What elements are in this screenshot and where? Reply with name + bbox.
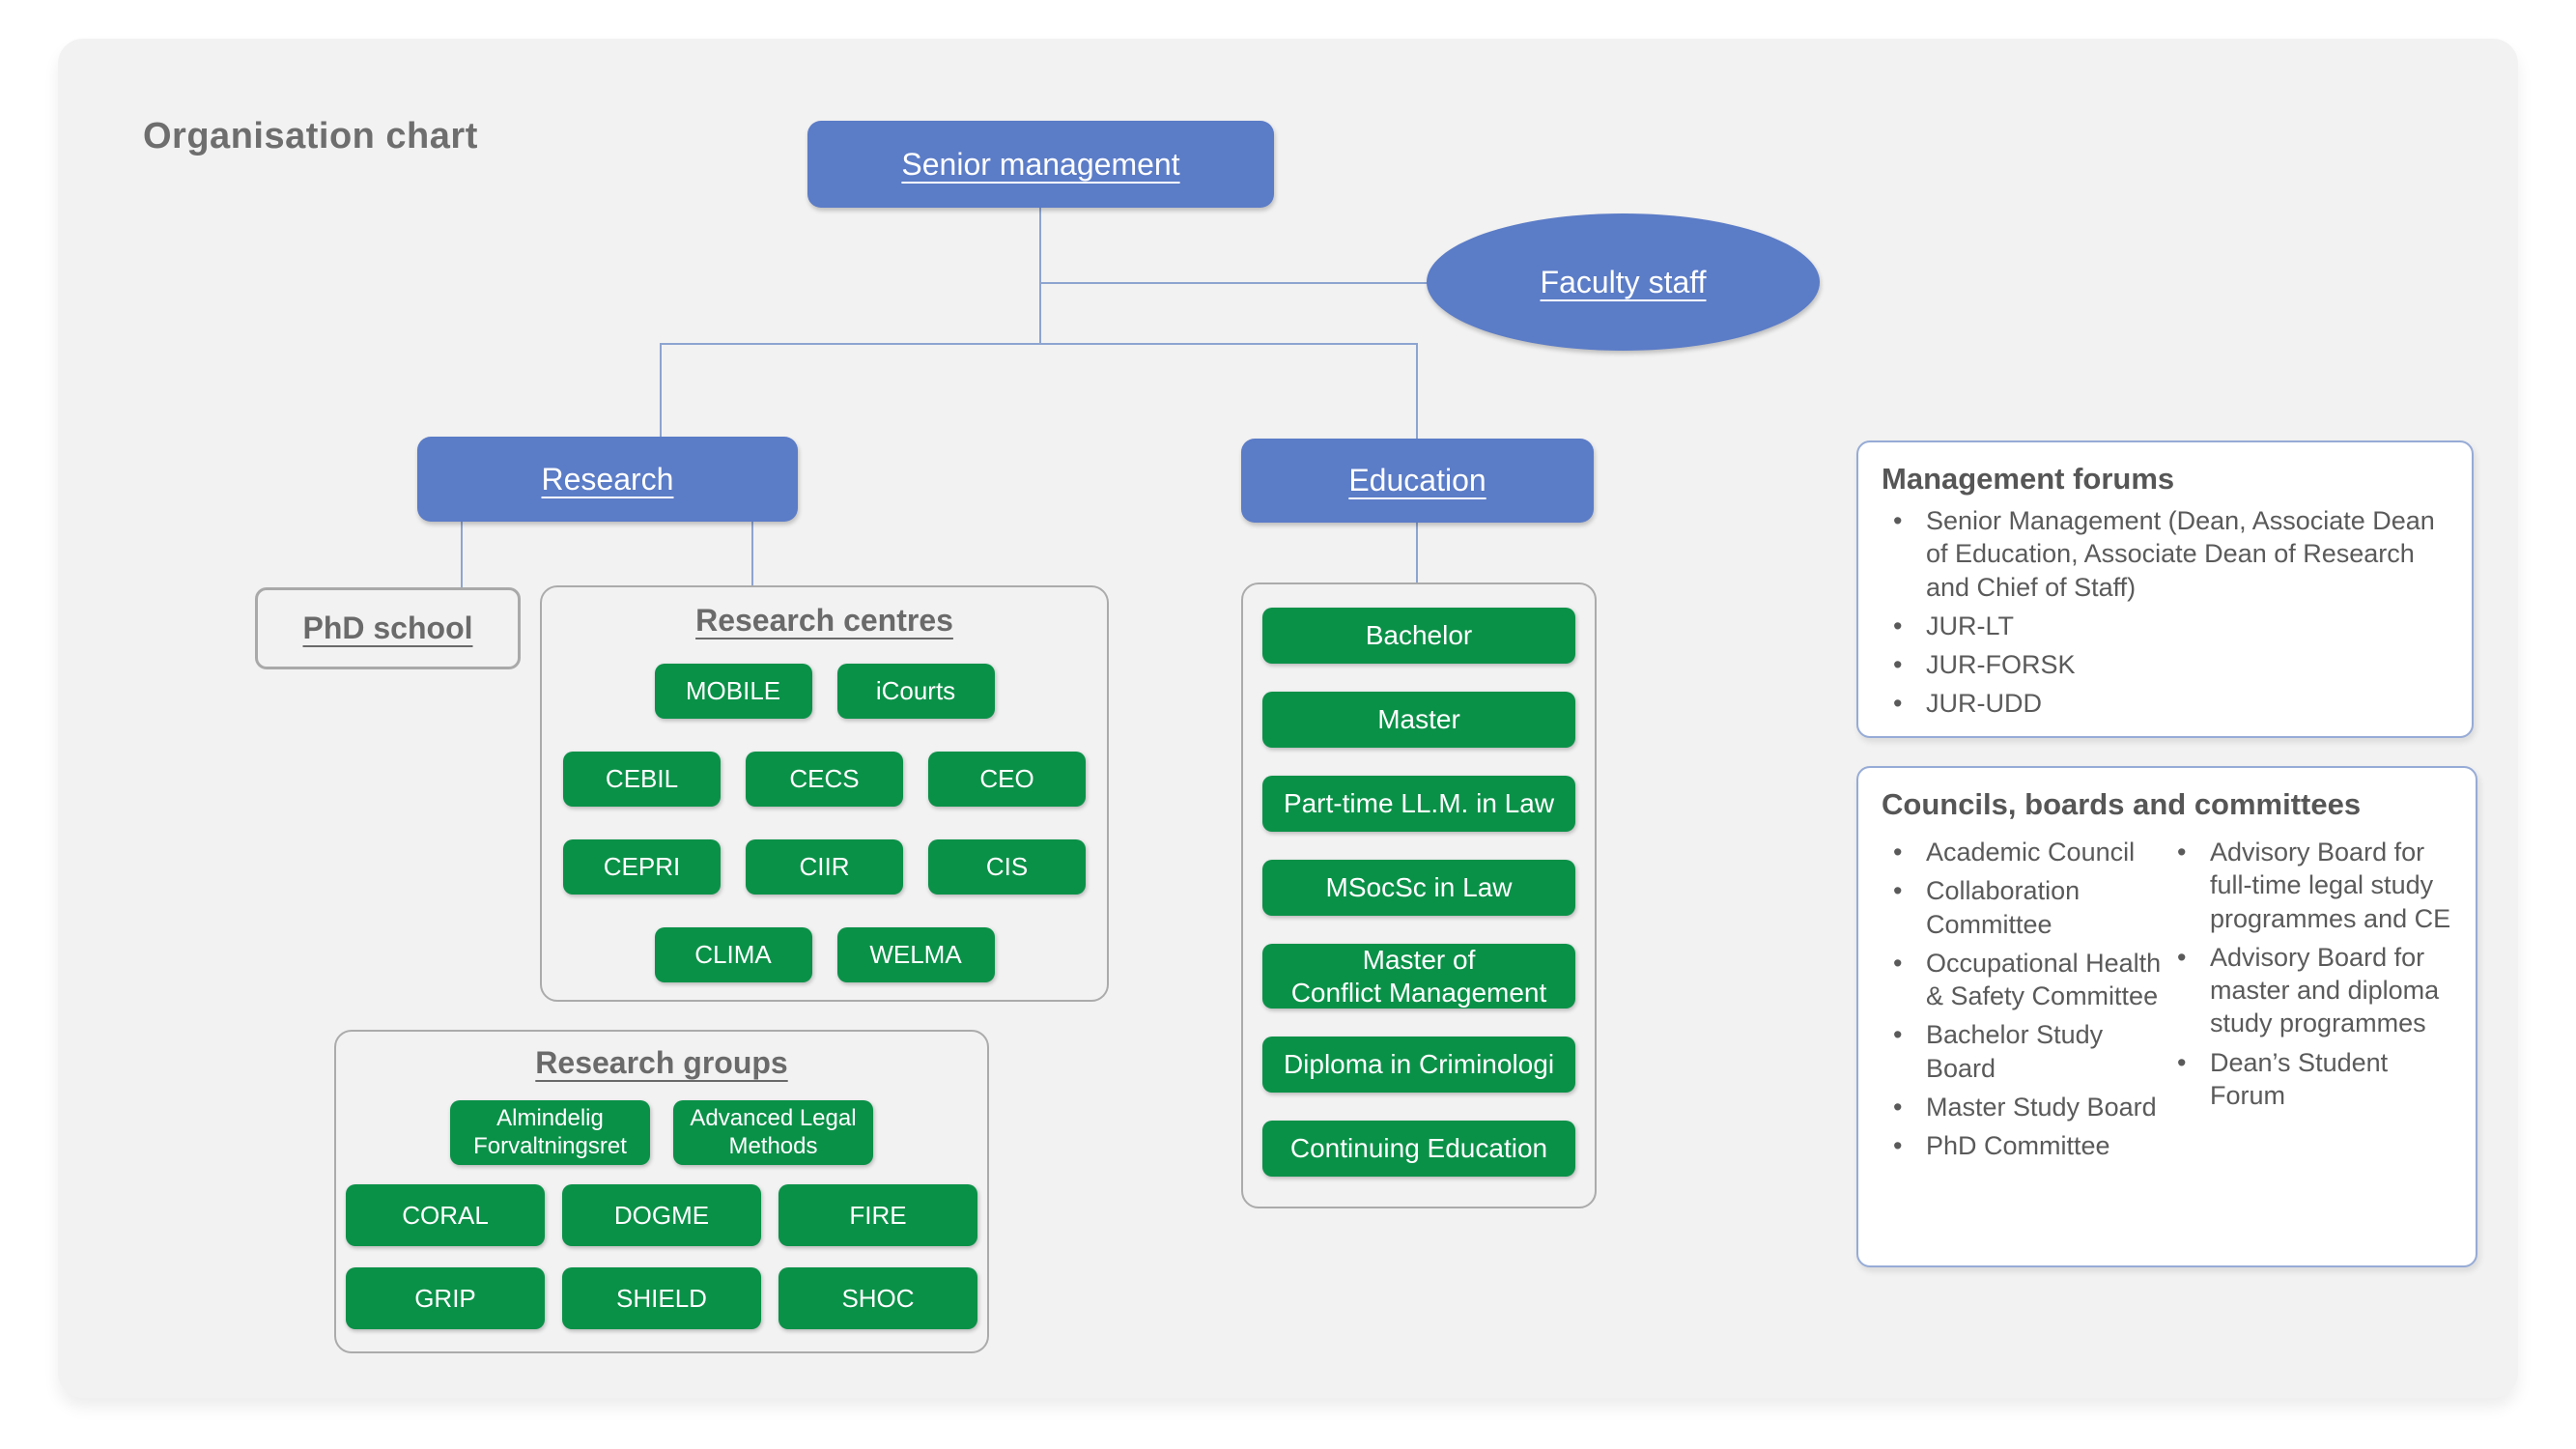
- research-centres-header: Research centres: [542, 603, 1107, 639]
- councils-columns: Academic Council Collaboration Committee…: [1882, 830, 2452, 1163]
- connector-line: [660, 343, 662, 437]
- group-box: SHIELD: [562, 1267, 761, 1329]
- list-item: JUR-FORSK: [1882, 648, 2449, 682]
- groups-row-2: CORAL DOGME FIRE: [336, 1184, 987, 1246]
- education-programmes-panel: Bachelor Master Part-time LL.M. in Law M…: [1241, 582, 1597, 1208]
- councils-right-column: Advisory Board for full-time legal study…: [2171, 830, 2452, 1112]
- groups-row-3: GRIP SHIELD SHOC: [336, 1267, 987, 1329]
- research-label: Research: [541, 461, 674, 497]
- centre-box: CIIR: [746, 839, 903, 895]
- connector-line: [751, 522, 753, 585]
- councils-left-list: Academic Council Collaboration Committee…: [1882, 836, 2171, 1163]
- list-item: Master Study Board: [1882, 1091, 2171, 1124]
- connector-line: [660, 343, 1418, 345]
- centre-box: CECS: [746, 752, 903, 807]
- node-senior-management[interactable]: Senior management: [807, 121, 1274, 208]
- connector-line: [1039, 208, 1041, 343]
- node-faculty-staff[interactable]: Faculty staff: [1427, 213, 1820, 351]
- list-item: JUR-UDD: [1882, 687, 2449, 721]
- list-item: Academic Council: [1882, 836, 2171, 869]
- group-box: Almindelig Forvaltningsret: [450, 1100, 650, 1165]
- education-programme-box: MSocSc in Law: [1262, 860, 1575, 916]
- centres-row-4: CLIMA WELMA: [542, 927, 1107, 982]
- centres-row-3: CEPRI CIIR CIS: [542, 839, 1107, 895]
- list-item: Bachelor Study Board: [1882, 1018, 2171, 1085]
- list-item: JUR-LT: [1882, 610, 2449, 643]
- councils-left-column: Academic Council Collaboration Committee…: [1882, 830, 2171, 1163]
- connector-line: [1416, 523, 1418, 582]
- centres-row-1: MOBILE iCourts: [542, 664, 1107, 719]
- councils-title: Councils, boards and committees: [1882, 787, 2362, 821]
- group-box: DOGME: [562, 1184, 761, 1246]
- education-programme-box: Master: [1262, 692, 1575, 748]
- centre-box: CEPRI: [563, 839, 721, 895]
- centre-box: CEBIL: [563, 752, 721, 807]
- education-programme-box: Continuing Education: [1262, 1121, 1575, 1178]
- list-item: Advisory Board for master and diploma st…: [2171, 941, 2452, 1040]
- research-groups-header-label[interactable]: Research groups: [535, 1045, 788, 1080]
- research-centres-panel: Research centres MOBILE iCourts CEBIL CE…: [540, 585, 1109, 1002]
- node-phd-school[interactable]: PhD school: [255, 587, 521, 669]
- phd-school-label: PhD school: [302, 611, 473, 645]
- node-research[interactable]: Research: [417, 437, 798, 522]
- connector-line: [1416, 343, 1418, 439]
- centre-box: WELMA: [836, 927, 995, 982]
- connector-line: [461, 522, 463, 587]
- group-box: FIRE: [778, 1184, 977, 1246]
- group-box: Advanced Legal Methods: [673, 1100, 873, 1165]
- management-forums-card: Management forums Senior Management (Dea…: [1856, 440, 2474, 738]
- node-education[interactable]: Education: [1241, 439, 1594, 523]
- list-item: Dean’s Student Forum: [2171, 1046, 2452, 1113]
- education-programme-box: Master of Conflict Management: [1262, 944, 1575, 1009]
- education-programme-box: Diploma in Criminologi: [1262, 1037, 1575, 1094]
- list-item: Advisory Board for full-time legal study…: [2171, 836, 2452, 935]
- centre-box: CEO: [928, 752, 1086, 807]
- education-programme-box: Part-time LL.M. in Law: [1262, 776, 1575, 832]
- research-groups-header: Research groups: [336, 1045, 987, 1081]
- list-item: Collaboration Committee: [1882, 874, 2171, 941]
- education-label: Education: [1348, 463, 1486, 497]
- faculty-staff-label: Faculty staff: [1540, 264, 1707, 299]
- group-box: SHOC: [778, 1267, 977, 1329]
- research-centres-header-label[interactable]: Research centres: [695, 603, 953, 638]
- councils-right-list: Advisory Board for full-time legal study…: [2171, 836, 2452, 1112]
- research-groups-panel: Research groups Almindelig Forvaltningsr…: [334, 1030, 989, 1353]
- list-item: PhD Committee: [1882, 1129, 2171, 1163]
- management-forums-list: Senior Management (Dean, Associate Dean …: [1882, 504, 2449, 721]
- page-title: Organisation chart: [143, 116, 478, 156]
- centre-box: CIS: [928, 839, 1086, 895]
- centre-box: MOBILE: [654, 664, 812, 719]
- list-item: Occupational Health & Safety Committee: [1882, 947, 2171, 1013]
- connector-line: [1039, 282, 1430, 284]
- centre-box: CLIMA: [654, 927, 812, 982]
- group-box: GRIP: [346, 1267, 545, 1329]
- list-item: Senior Management (Dean, Associate Dean …: [1882, 504, 2449, 604]
- senior-management-label: Senior management: [901, 146, 1180, 182]
- councils-card: Councils, boards and committees Academic…: [1856, 766, 2477, 1267]
- management-forums-title: Management forums: [1882, 462, 2175, 496]
- centre-box: iCourts: [836, 664, 995, 719]
- groups-row-1: Almindelig Forvaltningsret Advanced Lega…: [336, 1100, 987, 1165]
- education-programme-box: Bachelor: [1262, 608, 1575, 664]
- group-box: CORAL: [346, 1184, 545, 1246]
- centres-row-2: CEBIL CECS CEO: [542, 752, 1107, 807]
